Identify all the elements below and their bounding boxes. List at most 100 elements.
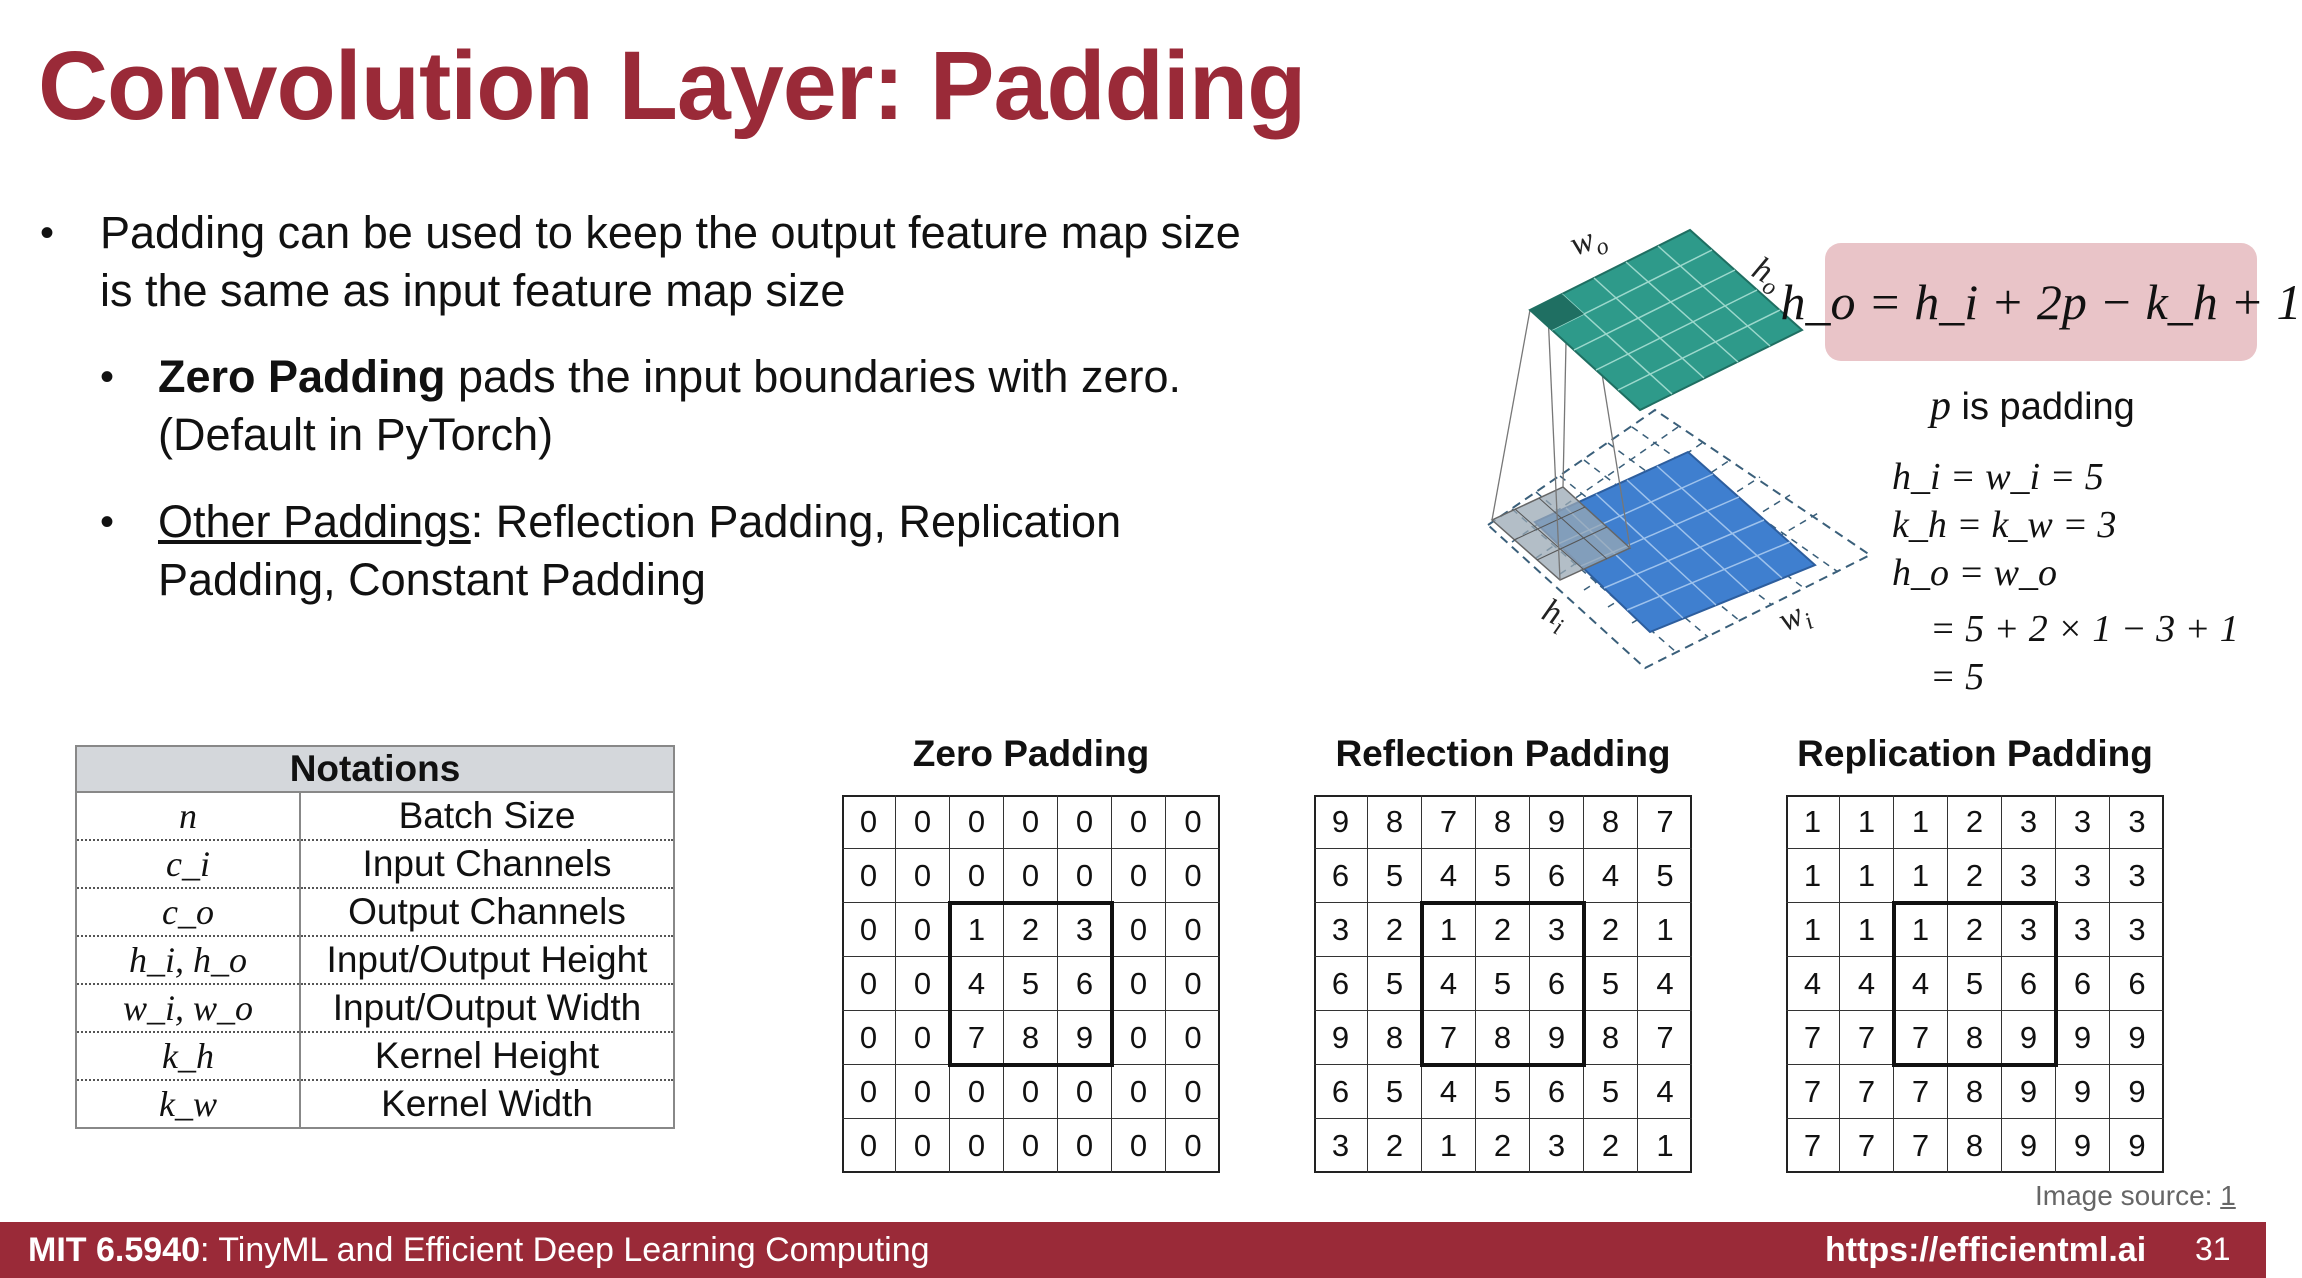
- grid-cell: 9: [1530, 1011, 1584, 1065]
- course-title: : TinyML and Efficient Deep Learning Com…: [199, 1231, 930, 1269]
- grid-cell: 3: [2002, 903, 2056, 957]
- notation-meaning: Input Channels: [300, 839, 674, 888]
- notation-meaning: Kernel Width: [300, 1079, 674, 1128]
- grid-cell: 1: [1786, 903, 1840, 957]
- grid-cell: 3: [2056, 903, 2110, 957]
- grid-cell: 6: [1530, 1065, 1584, 1119]
- zero-padding-desc: pads the input boundaries with zero. (De…: [158, 351, 1181, 460]
- other-paddings-desc: : Reflection Padding, Replication Paddin…: [158, 496, 1122, 605]
- grid-cell: 6: [2056, 957, 2110, 1011]
- grid-cell: 3: [2110, 795, 2164, 849]
- grid-cell: 5: [1584, 957, 1638, 1011]
- label-hi: hi: [1534, 592, 1574, 641]
- other-paddings-term: Other Paddings: [158, 496, 471, 547]
- grid-cell: 8: [1948, 1011, 2002, 1065]
- bullet-marker: •: [100, 500, 115, 544]
- grid-cell: 1: [1422, 903, 1476, 957]
- grid-cell: 1: [1786, 849, 1840, 903]
- grid-cell: 0: [1058, 1119, 1112, 1173]
- grid-cell: 0: [1166, 795, 1220, 849]
- grid-cell: 9: [1058, 1011, 1112, 1065]
- grid-cell: 0: [842, 849, 896, 903]
- grid-cell: 5: [1368, 849, 1422, 903]
- grid-cell: 3: [2056, 849, 2110, 903]
- notation-symbol: h_i, h_o: [76, 935, 301, 984]
- grid-cell: 1: [1638, 903, 1692, 957]
- p-description: is padding: [1951, 386, 2135, 428]
- grid-cell: 5: [1004, 957, 1058, 1011]
- grid-cell: 0: [1004, 795, 1058, 849]
- grid-cell: 1: [1894, 795, 1948, 849]
- grid-cell: 2: [1584, 903, 1638, 957]
- grid-cell: 4: [1584, 849, 1638, 903]
- grid-cell: 7: [1786, 1011, 1840, 1065]
- grid-cell: 6: [1314, 957, 1368, 1011]
- course-url[interactable]: https://efficientml.ai: [1825, 1231, 2147, 1269]
- grid-cell: 5: [1368, 1065, 1422, 1119]
- notation-meaning: Batch Size: [300, 791, 674, 840]
- notation-symbol: c_o: [76, 887, 301, 936]
- grid-cell: 3: [1530, 1119, 1584, 1173]
- grid-cell: 0: [1166, 1011, 1220, 1065]
- grid-cell: 0: [896, 849, 950, 903]
- output-grid-lines: [1551, 245, 1781, 395]
- notation-meaning: Input/Output Width: [300, 983, 674, 1032]
- grid-cell: 6: [1314, 1065, 1368, 1119]
- image-source-link[interactable]: 1: [2220, 1180, 2236, 1211]
- grid-cell: 6: [1530, 849, 1584, 903]
- grid-cell: 7: [1894, 1119, 1948, 1173]
- notation-symbol: k_h: [76, 1031, 301, 1080]
- output-pixel-highlight: [1530, 294, 1584, 330]
- grid-cell: 7: [1422, 795, 1476, 849]
- grid-cell: 2: [1476, 903, 1530, 957]
- grid-cell: 3: [2110, 849, 2164, 903]
- grid-cell: 0: [950, 849, 1004, 903]
- grid-cell: 4: [1422, 957, 1476, 1011]
- grid-cell: 6: [2002, 957, 2056, 1011]
- grid-cell: 5: [1948, 957, 2002, 1011]
- grid-cell: 0: [896, 1011, 950, 1065]
- grid-cell: 2: [1004, 903, 1058, 957]
- grid-cell: 9: [1530, 795, 1584, 849]
- grid-cell: 9: [1314, 795, 1368, 849]
- grid-cell: 0: [896, 957, 950, 1011]
- grid-cell: 0: [1112, 795, 1166, 849]
- grid-cell: 2: [1948, 903, 2002, 957]
- grid-cell: 1: [1840, 795, 1894, 849]
- grid-cell: 5: [1476, 957, 1530, 1011]
- grid-cell: 8: [1948, 1119, 2002, 1173]
- grid-cell: 9: [2002, 1011, 2056, 1065]
- grid-cell: 0: [842, 795, 896, 849]
- grid-cell: 7: [1638, 795, 1692, 849]
- grid-cell: 9: [2128, 1128, 2146, 1163]
- grid-cell: 7: [1840, 1119, 1894, 1173]
- grid-cell: 0: [842, 1011, 896, 1065]
- grid-cell: 7: [1840, 1065, 1894, 1119]
- bullet-other-paddings: Other Paddings: Reflection Padding, Repl…: [158, 493, 1258, 609]
- grid-cell: 8: [1476, 795, 1530, 849]
- grid-cell: 9: [2056, 1065, 2110, 1119]
- grid-cell: 0: [950, 1119, 1004, 1173]
- bullet-zero-padding: Zero Padding pads the input boundaries w…: [158, 348, 1288, 464]
- grid-cell: 0: [1112, 849, 1166, 903]
- grid-cell: 6: [1530, 957, 1584, 1011]
- grid-cell: 0: [950, 1065, 1004, 1119]
- grid-cell: 0: [1166, 849, 1220, 903]
- bullet-marker: •: [40, 211, 55, 255]
- grid-cell: 9: [2110, 1011, 2164, 1065]
- notation-symbol: n: [76, 791, 301, 840]
- output-feature-map: [1528, 228, 1804, 412]
- grid-cell: 4: [1638, 1065, 1692, 1119]
- replication-padding-title: Replication Padding: [1797, 733, 2153, 774]
- grid-cell: 0: [842, 903, 896, 957]
- equation-input-size: h_i = w_i = 5: [1892, 456, 2104, 498]
- grid-cell: 2: [1584, 1119, 1638, 1173]
- notation-meaning: Kernel Height: [300, 1031, 674, 1080]
- grid-cell: 0: [1004, 849, 1058, 903]
- grid-cell: 4: [950, 957, 1004, 1011]
- grid-cell: 0: [1004, 1119, 1058, 1173]
- grid-cell: 7: [1422, 1011, 1476, 1065]
